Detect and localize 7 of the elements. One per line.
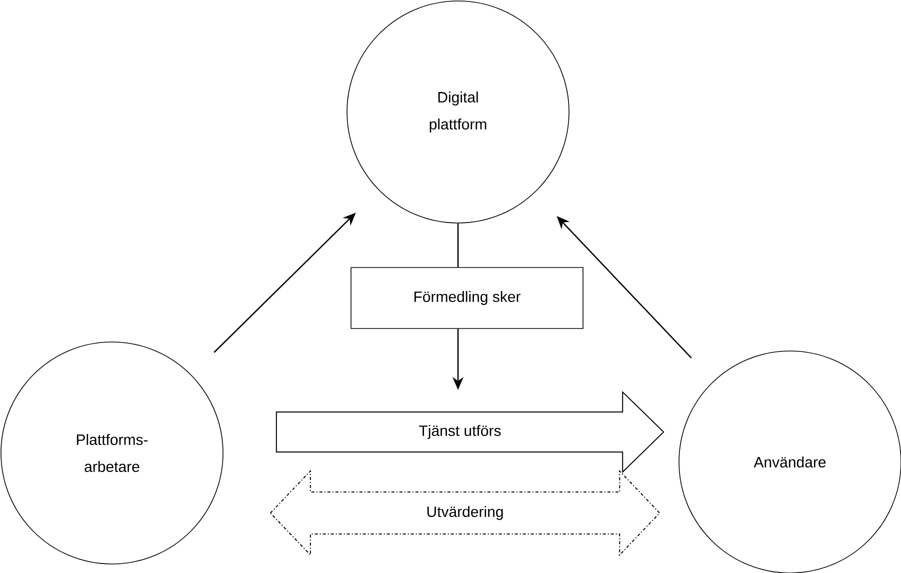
- process-box: Förmedling sker: [350, 267, 584, 329]
- circle-node: Digital plattform: [346, 0, 570, 224]
- edge-label: Tjänst utförs: [419, 425, 501, 439]
- edge-label: Utvärdering: [427, 506, 503, 520]
- circle-node: Plattforms- arbetare: [0, 342, 224, 564]
- block-arrow: [270, 470, 660, 556]
- block-arrow: [276, 390, 664, 474]
